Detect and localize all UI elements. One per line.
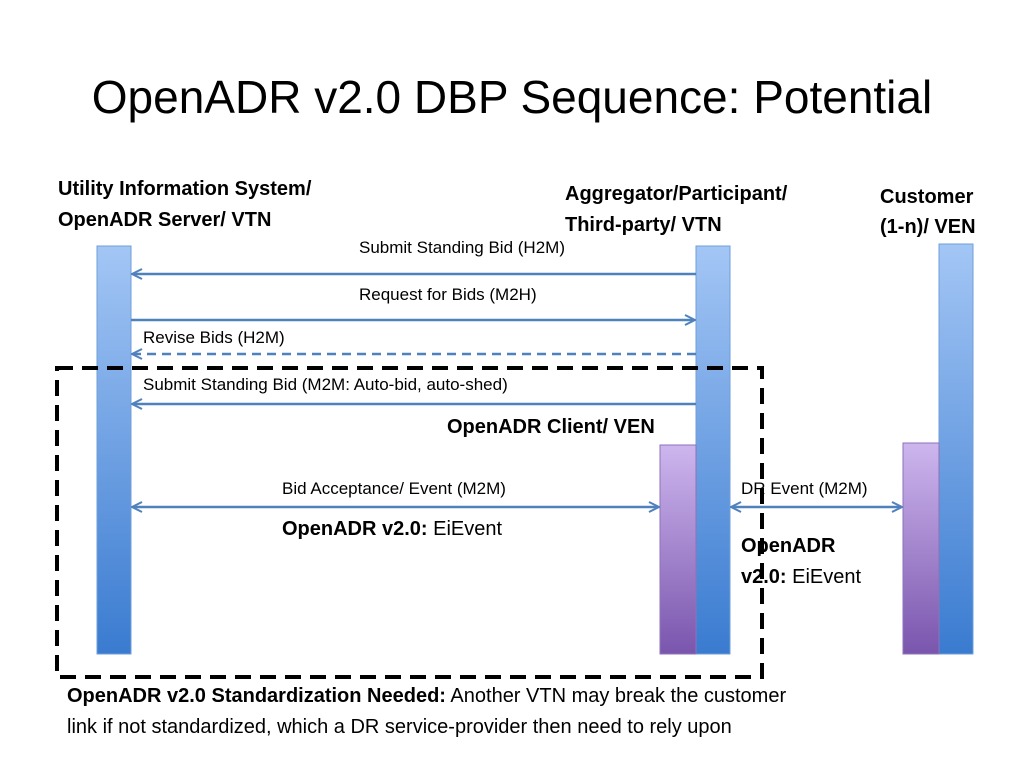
activation-aggregator-client [659,444,697,655]
footer-note: OpenADR v2.0 Standardization Needed: Ano… [67,685,786,738]
message-label-submit-standing-bid-m2m: Submit Standing Bid (M2M: Auto-bid, auto… [143,375,508,394]
annotation-dr-event: OpenADR v2.0: EiEvent [741,535,862,588]
footer-note-line1: Another VTN may break the customer [446,685,786,707]
actor-customer-label: Customer (1-n)/ VEN [880,186,976,238]
openadr-client-region [55,366,764,679]
annotation-bid-event-regular: EiEvent [428,518,503,540]
footer-note-bold: OpenADR v2.0 Standardization Needed: [67,685,446,707]
activation-customer-client [902,442,940,655]
lifeline-utility [96,245,132,655]
annotation-dr-event-regular: EiEvent [787,566,862,588]
lifeline-customer [938,243,974,655]
actor-aggregator-label: Aggregator/Participant/Third-party/ VTN [565,183,788,236]
message-label-submit-standing-bid-h2m: Submit Standing Bid (H2M) [359,238,565,257]
actor-customer-line2: (1-n)/ VEN [880,216,976,238]
message-label-dr-event: DR Event (M2M) [741,479,868,498]
actor-customer-line1: Customer [880,186,974,208]
actor-utility-line1: Utility Information System/ [58,178,312,200]
lifeline-aggregator [695,245,731,655]
message-label-request-for-bids: Request for Bids (M2H) [359,285,537,304]
annotation-dr-event-bold-line1: OpenADR [741,535,836,557]
actor-aggregator-line1: Aggregator/Participant/ [565,183,788,205]
message-label-bid-acceptance-event: Bid Acceptance/ Event (M2M) [282,479,506,498]
annotation-dr-event-bold-line2: v2.0: [741,566,787,588]
footer-note-line2: link if not standardized, which a DR ser… [67,716,732,738]
slide-title: OpenADR v2.0 DBP Sequence: Potential [92,71,932,123]
annotation-bid-event: OpenADR v2.0: EiEvent [282,518,503,540]
message-label-revise-bids: Revise Bids (H2M) [143,328,285,347]
actor-aggregator-line2: Third-party/ VTN [565,214,722,236]
actor-utility-line2: OpenADR Server/ VTN [58,209,271,231]
region-label: OpenADR Client/ VEN [447,416,655,438]
annotation-bid-event-bold: OpenADR v2.0: [282,518,428,540]
actor-utility-label: Utility Information System/OpenADR Serve… [58,178,312,231]
